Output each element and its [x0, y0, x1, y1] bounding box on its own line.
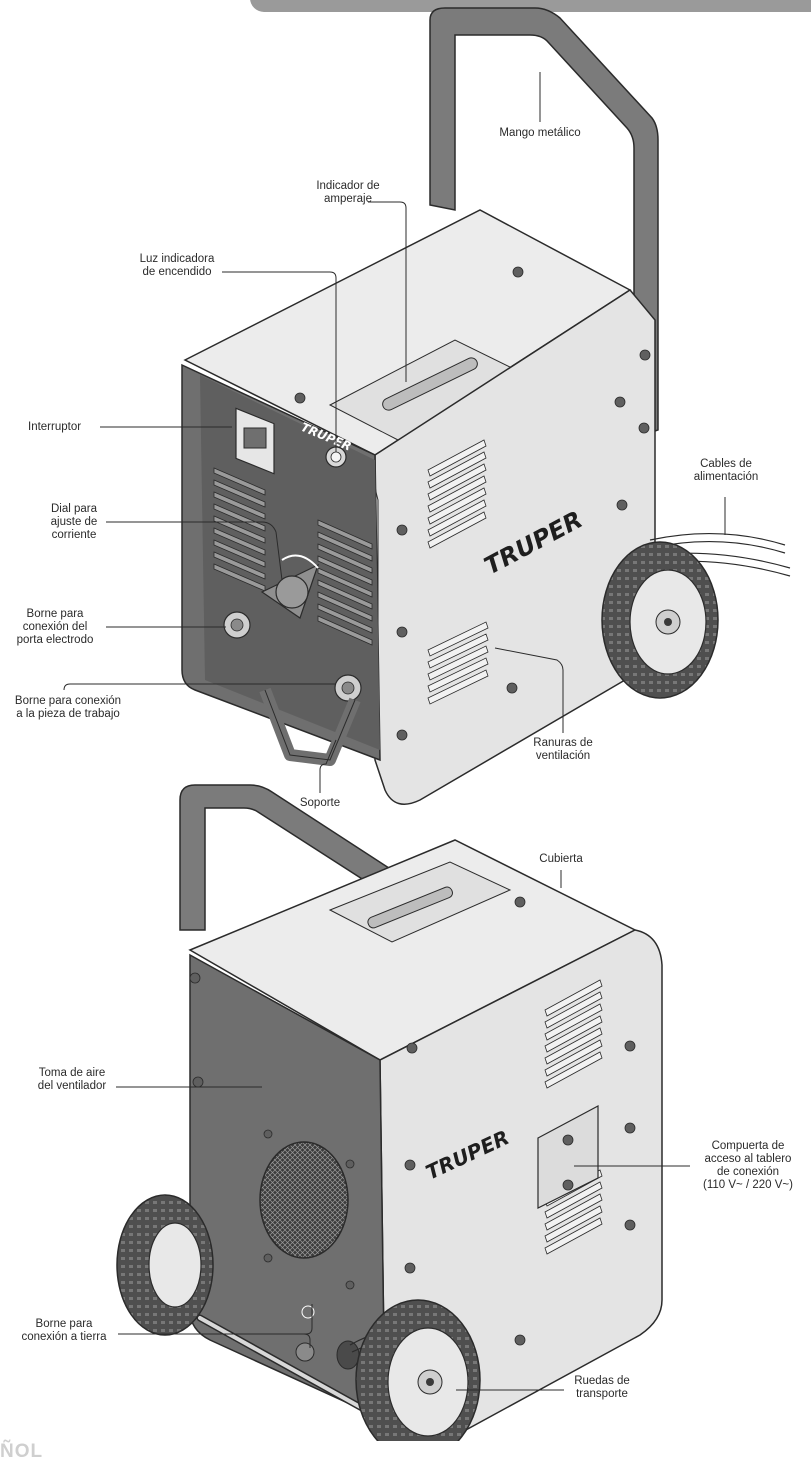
ground-terminal [295, 1342, 315, 1362]
bolts-bottom [189, 896, 636, 1346]
header-tab [250, 0, 811, 12]
rear-side-louvers-upper [544, 979, 603, 1089]
label-vents: Ranuras de ventilación [533, 737, 593, 762]
fan-grille [259, 1141, 349, 1259]
welder-rear-view: TRUPER [116, 784, 663, 1441]
wheel-rear-left [116, 1194, 214, 1336]
wheel-top [601, 541, 719, 699]
label-workpiece-terminal: Borne para conexión a la pieza de trabaj… [14, 695, 122, 720]
label-access-hatch: Compuerta de acceso al tablero de conexi… [703, 1140, 793, 1191]
label-cover: Cubierta [539, 853, 583, 865]
label-ground-terminal: Borne para conexión a tierra [21, 1318, 107, 1343]
footer-text: ÑOL [0, 1441, 44, 1462]
label-power-cables: Cables de alimentación [693, 458, 759, 483]
label-amperage-indicator: Indicador de amperaje [316, 180, 380, 205]
label-stand: Soporte [299, 797, 341, 809]
wheel-rear-front [355, 1299, 481, 1441]
front-louvers-left [213, 467, 266, 592]
label-metal-handle: Mango metálico [499, 127, 581, 139]
welder-front-view: TRUPER TRUPE [181, 7, 791, 805]
label-fan-intake: Toma de aire del ventilador [37, 1067, 107, 1092]
label-electrode-terminal: Borne para conexión del porta electrodo [16, 608, 94, 646]
access-hatch [537, 1105, 599, 1209]
label-switch: Interruptor [28, 421, 82, 433]
label-dial: Dial para ajuste de corriente [50, 503, 98, 541]
leader-lines [63, 72, 726, 1391]
label-wheels: Ruedas de transporte [574, 1375, 630, 1400]
side-louvers-lower [427, 621, 489, 705]
side-louvers-upper [427, 439, 487, 549]
amperage-indicator [382, 357, 478, 411]
front-louvers-right [317, 519, 373, 646]
label-power-light: Luz indicadora de encendido [139, 253, 215, 278]
